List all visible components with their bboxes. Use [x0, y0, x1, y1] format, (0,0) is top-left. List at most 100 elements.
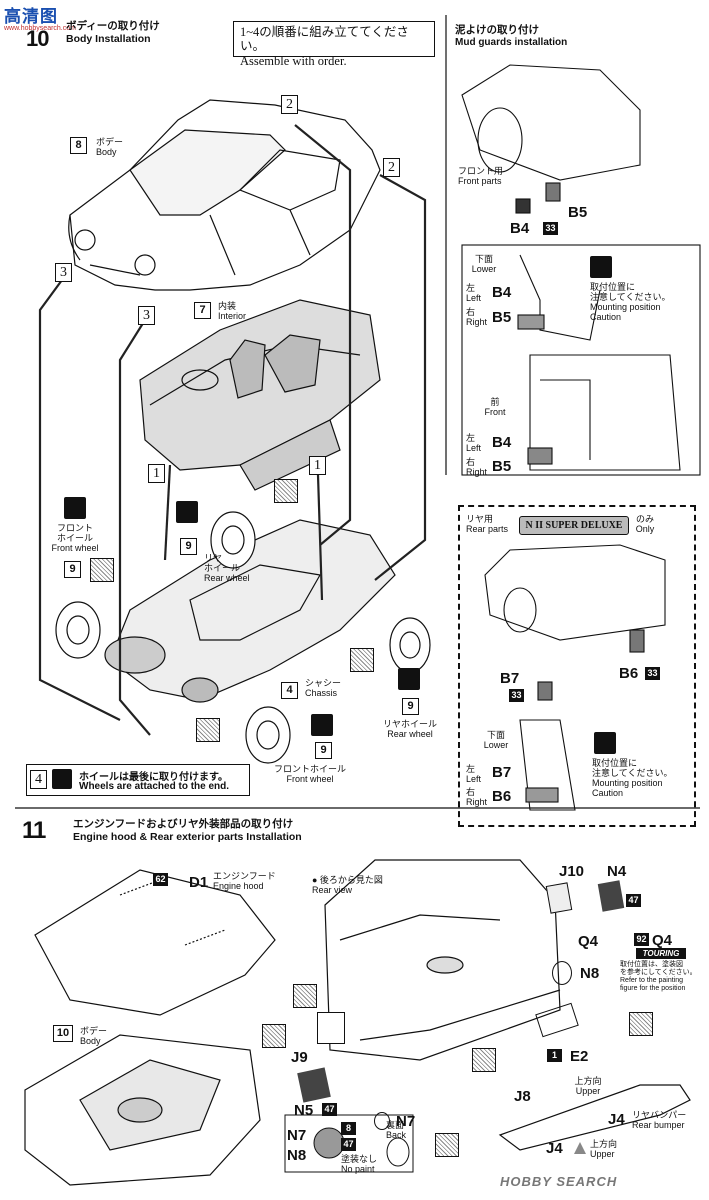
lower-rear-jp: 下面 — [486, 730, 505, 740]
rear-parts-en: Rear parts — [466, 524, 509, 534]
glue-icon — [311, 714, 333, 736]
step11-title-jp: エンジンフードおよびリヤ外装部品の取り付け — [73, 818, 294, 830]
watermark-url: www.hobbysearch.com — [4, 25, 76, 32]
body11-en: Body — [80, 1036, 101, 1046]
paint-tag-1: 1 — [547, 1049, 562, 1062]
hobbysearch-logo: HOBBY SEARCH — [500, 1174, 618, 1189]
glue-icon — [64, 497, 86, 519]
step11-title-en: Engine hood & Rear exterior parts Instal… — [73, 831, 302, 843]
step-marker-1b: 1 — [309, 456, 326, 475]
paint-tag-47: 47 — [626, 894, 641, 907]
upper2-jp: 上方向 — [590, 1139, 618, 1149]
part-B4-lower: B4 — [492, 284, 512, 301]
part-ref-wheel-fr: 9 — [315, 742, 332, 759]
step-marker-2b: 2 — [383, 158, 400, 177]
caution-en-a: Mounting position — [590, 302, 661, 312]
left-en-2: Left — [466, 443, 482, 453]
back-label: 裏面 Back — [386, 1120, 406, 1140]
nopaint-label: 塗装なし No paint — [341, 1154, 377, 1174]
legend-part-N7: N7 — [287, 1127, 307, 1144]
glue-icon — [52, 769, 72, 789]
model-badge: N II SUPER DELUXE — [519, 516, 629, 535]
left-en: Left — [466, 293, 482, 303]
mudguard-title-en: Mud guards installation — [455, 37, 568, 48]
upper2-en: Upper — [590, 1149, 615, 1159]
part-N5: N5 — [294, 1102, 314, 1119]
wheel-note-en: Wheels are attached to the end. — [79, 781, 230, 792]
step10-title-en: Body Installation — [66, 33, 151, 45]
part-J4: J4 — [608, 1111, 625, 1128]
body11-jp: ボデー — [80, 1026, 108, 1036]
part-B5-lower: B5 — [492, 309, 512, 326]
right-rear-jp: 右 — [466, 787, 476, 797]
front-wheel-bottom-jp: フロントホイール — [273, 764, 346, 774]
bumper-drawing — [498, 1084, 691, 1151]
part-ref-wheel-rr: 9 — [402, 698, 419, 715]
watermark-text: 高清图 — [4, 7, 58, 26]
right-label-rear: 右 Right — [466, 787, 487, 807]
interior-label: 内装 Interior — [218, 301, 246, 321]
part-B7-lower: B7 — [492, 764, 512, 781]
lower-label: 下面 Lower — [464, 254, 504, 274]
left-label-rear: 左 Left — [466, 764, 481, 784]
part-N7: N7 — [396, 1113, 416, 1130]
q4-note-en-a: Refer to the painting — [620, 977, 684, 984]
rear-body-drawing — [324, 859, 561, 1061]
step-marker-2a: 2 — [281, 95, 298, 114]
right-jp-2: 右 — [466, 457, 476, 467]
no-glue-icon — [293, 984, 317, 1008]
caution-rear-en-b: Caution — [592, 788, 624, 798]
step-marker-3a: 3 — [55, 263, 72, 282]
order-note: 1~4の順番に組み立ててください。 Assemble with order. — [233, 21, 435, 68]
q4-note: 取付位置は、塗装図 を参考にしてください。 Refer to the paint… — [620, 961, 697, 993]
interior-drawing — [139, 299, 381, 491]
part-D1: D1 — [189, 874, 209, 891]
glue-icon — [594, 732, 616, 754]
rear-view-jp: ● 後ろから見た図 — [312, 875, 383, 885]
nopaint-jp: 塗装なし — [341, 1154, 378, 1164]
glue-icon — [176, 501, 198, 523]
chassis-label-jp: シャシー — [305, 678, 342, 688]
upper-label: 上方向 Upper — [568, 1076, 608, 1096]
interior-label-jp: 内装 — [218, 301, 237, 311]
front-parts-en: Front parts — [458, 176, 502, 186]
wheels-drawing — [55, 511, 431, 764]
caution-label-rear: 取付位置に 注意してください。 Mounting position Cautio… — [592, 758, 672, 798]
rear-wheel-jp-a: リヤ — [204, 553, 223, 563]
engine-hood-drawing — [34, 869, 276, 1016]
no-glue-icon — [262, 1024, 286, 1048]
part-J9: J9 — [291, 1049, 308, 1066]
rear-view-label: ● 後ろから見た図 Rear view — [312, 875, 383, 895]
rear-view-en: Rear view — [312, 885, 353, 895]
rear-wheel-label-right: リヤホイール Rear wheel — [360, 719, 460, 739]
part-J9-shape — [317, 1012, 345, 1044]
paint-tag-33: 33 — [543, 222, 558, 235]
part-N7-shape — [374, 1112, 390, 1130]
touring-badge: TOURING — [636, 948, 686, 959]
rear-wheel-jp-b: ホイール — [204, 563, 241, 573]
caution-jp-b: 注意してください。 — [590, 292, 671, 302]
front-wheel-jp-b: ホイール — [56, 533, 93, 543]
interior-label-en: Interior — [218, 311, 247, 321]
legend-part-N8: N8 — [287, 1147, 307, 1164]
arrow-up-icon — [574, 1142, 586, 1154]
part-ref-wheel-rl: 9 — [180, 538, 197, 555]
front-wheel-jp-a: フロント — [56, 523, 93, 533]
front-label: 前 Front — [480, 397, 510, 417]
legend-tag-8: 8 — [341, 1122, 356, 1135]
only-label: のみ Only — [630, 514, 660, 534]
watermark: 高清图 www.hobbysearch.com — [4, 2, 76, 32]
bumper-en: Rear bumper — [632, 1120, 685, 1130]
lower-label-rear: 下面 Lower — [476, 730, 516, 750]
part-N8-shape — [552, 961, 572, 985]
glue-icon — [590, 256, 612, 278]
q4-note-jp-b: を参考にしてください。 — [620, 969, 697, 976]
hood-en: Engine hood — [213, 881, 264, 891]
front-wheel-en: Front wheel — [51, 543, 99, 553]
wheel-note-box: 4 ホイールは最後に取り付けます。 Wheels are attached to… — [26, 764, 250, 796]
chassis-label: シャシー Chassis — [305, 678, 341, 698]
body-front-drawing — [24, 1034, 261, 1186]
paint-tag-33: 33 — [645, 667, 660, 680]
part-J10: J10 — [559, 863, 585, 880]
part-N4: N4 — [607, 863, 627, 880]
